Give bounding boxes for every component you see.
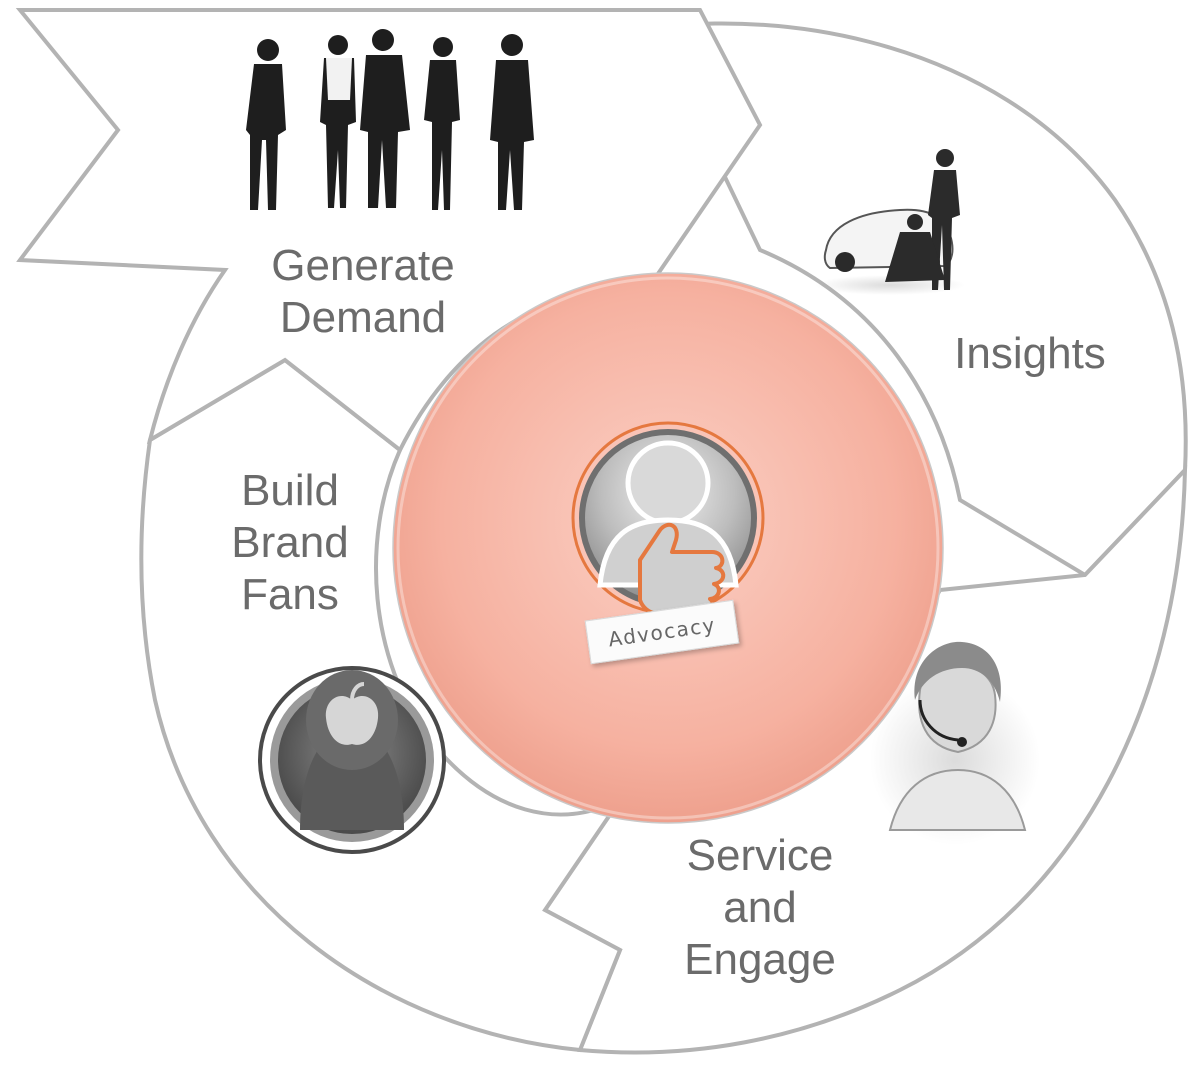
build-line-2: Brand: [231, 518, 349, 567]
build-line-1: Build: [241, 466, 339, 515]
build-brand-fans-label: Build Brand Fans: [200, 465, 380, 621]
apple-fan-image: [258, 666, 446, 854]
generate-demand-line-1: Generate: [271, 241, 455, 290]
service-line-3: Engage: [684, 935, 836, 984]
headset-agent-image: [870, 641, 1040, 845]
generate-demand-label: Generate Demand: [248, 240, 478, 344]
insights-line-1: Insights: [954, 329, 1106, 378]
thumbs-up-person-icon: [571, 421, 765, 616]
build-line-3: Fans: [241, 570, 339, 619]
service-line-1: Service: [686, 831, 834, 880]
insights-label: Insights: [935, 328, 1125, 380]
segment-insights-shape: [554, 21, 1188, 578]
service-and-engage-label: Service and Engage: [650, 830, 870, 986]
car-and-people-image: [815, 149, 965, 295]
business-people-image: [246, 29, 534, 210]
generate-demand-line-2: Demand: [279, 293, 447, 342]
service-line-2: and: [723, 883, 797, 932]
advocacy-label: Advocacy: [606, 612, 718, 652]
